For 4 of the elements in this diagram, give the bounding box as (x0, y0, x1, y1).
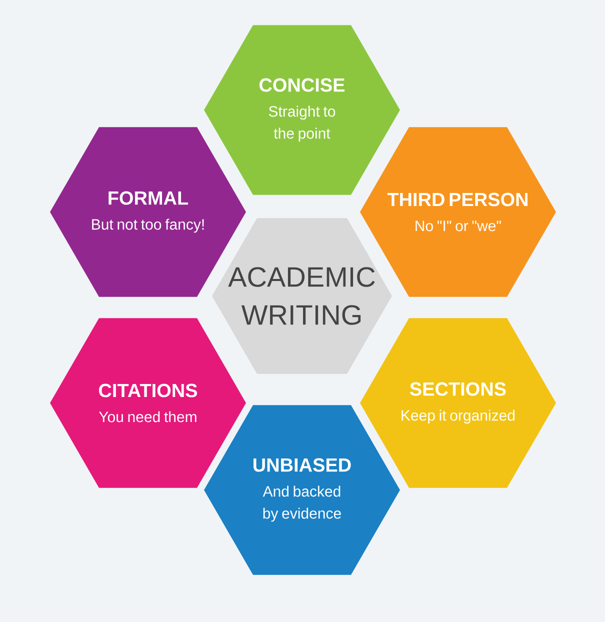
hexagon: ACADEMIC WRITING (212, 218, 392, 374)
hexagon: SECTIONS Keep it organized (360, 318, 556, 488)
hexagon: UNBIASED And backed by evidence (204, 405, 400, 575)
hexagon: CITATIONS You need them (50, 318, 246, 488)
